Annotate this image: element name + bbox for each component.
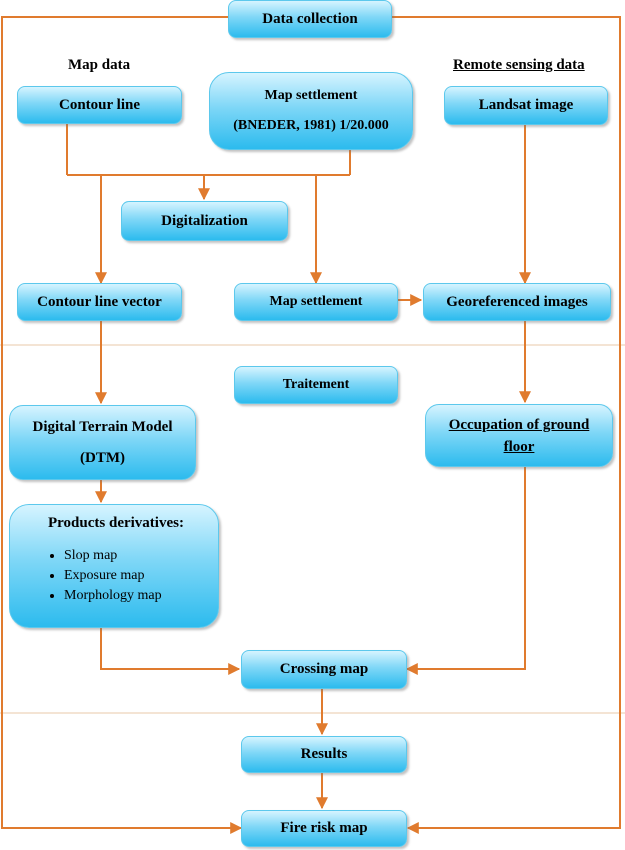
list-item: Morphology map <box>64 586 162 606</box>
crossing-map-label: Crossing map <box>279 661 369 677</box>
crossing-map-box: Crossing map <box>241 650 407 689</box>
landsat-image-box: Landsat image <box>444 86 608 125</box>
occupation-title-cont: floor <box>503 438 535 455</box>
contour-line-label: Contour line <box>59 96 140 113</box>
fire-risk-map-box: Fire risk map <box>241 810 407 847</box>
data-collection-label: Data collection <box>262 10 358 27</box>
list-item: Slop map <box>64 546 162 566</box>
arrow-occupation-to-crossing <box>405 467 526 675</box>
traitement-box: Traitement <box>234 366 398 404</box>
outer-loop-left <box>1 16 243 834</box>
results-label: Results <box>300 746 348 762</box>
contour-line-vector-label: Contour line vector <box>37 293 162 310</box>
products-list: Slop map Exposure map Morphology map <box>42 546 162 606</box>
data-collection-box: Data collection <box>228 0 392 38</box>
traitement-label: Traitement <box>282 377 350 392</box>
remote-sensing-header: Remote sensing data <box>453 57 585 73</box>
fire-risk-map-label: Fire risk map <box>280 820 368 836</box>
landsat-image-label: Landsat image <box>478 97 574 113</box>
contour-line-vector-box: Contour line vector <box>17 283 182 321</box>
dtm-box: Digital Terrain Model (DTM) <box>9 405 196 480</box>
digitalization-label: Digitalization <box>161 212 248 229</box>
occupation-title: Occupation of ground <box>448 416 590 433</box>
products-derivatives-title: Products derivatives: <box>48 515 184 531</box>
map-settlement-source-box: Map settlement (BNEDER, 1981) 1/20.000 <box>209 72 413 150</box>
arrow-products-to-crossing <box>100 628 241 675</box>
outer-loop-right <box>392 16 621 834</box>
map-settlement-source-ref: (BNEDER, 1981) 1/20.000 <box>233 118 389 133</box>
occupation-box: Occupation of ground floor <box>425 404 613 467</box>
results-box: Results <box>241 736 407 773</box>
georeferenced-images-box: Georeferenced images <box>423 283 611 321</box>
map-settlement-box: Map settlement <box>234 283 398 321</box>
map-settlement-label: Map settlement <box>269 294 363 309</box>
georeferenced-images-label: Georeferenced images <box>446 293 588 310</box>
dtm-abbreviation: (DTM) <box>80 449 125 466</box>
dtm-title: Digital Terrain Model <box>32 418 173 435</box>
list-item: Exposure map <box>64 566 162 586</box>
products-derivatives-box: Products derivatives: Slop map Exposure … <box>9 504 219 628</box>
contour-line-box: Contour line <box>17 86 182 124</box>
digitalization-box: Digitalization <box>121 201 288 241</box>
map-settlement-source-title: Map settlement <box>264 88 358 103</box>
map-data-header: Map data <box>68 57 131 73</box>
